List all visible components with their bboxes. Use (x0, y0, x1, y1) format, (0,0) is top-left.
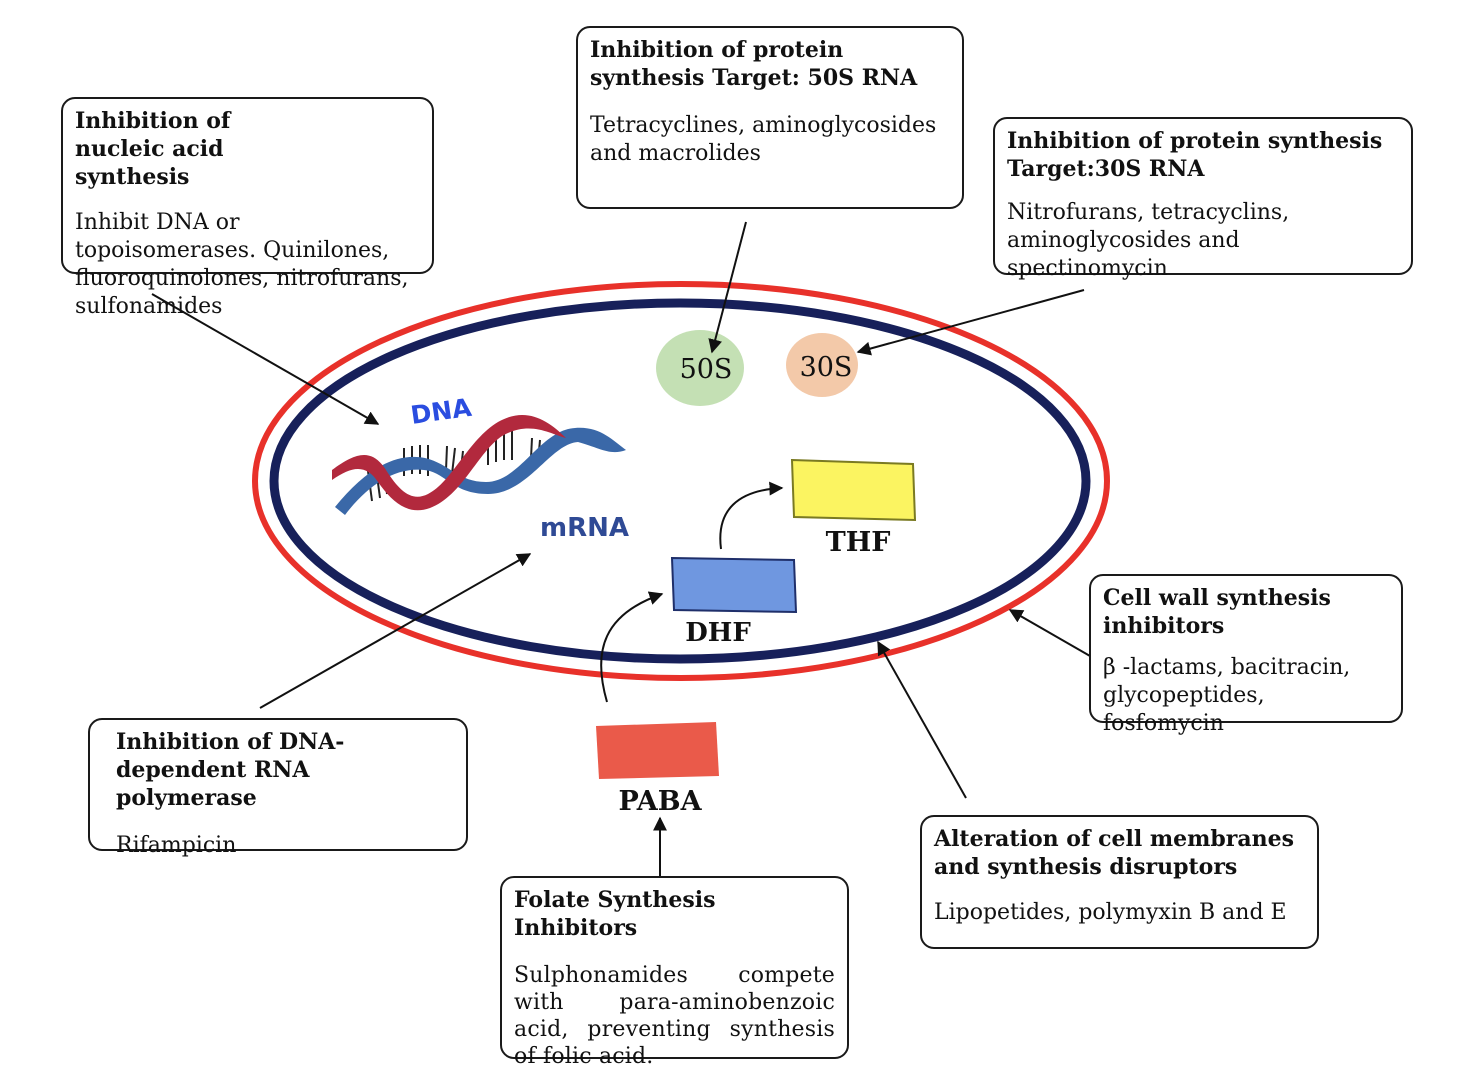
rna-polymerase-box-body: Rifampicin (116, 833, 237, 858)
protein-50s-box-title: Inhibition of protein synthesis Target: … (590, 37, 918, 91)
protein-synthesis-50s-box: Inhibition of protein synthesis Target: … (576, 26, 964, 209)
folate-box-title: Folate Synthesis Inhibitors (514, 887, 716, 941)
dna-label: DNA (409, 393, 474, 430)
membrane-box-body: Lipopetides, polymyxin B and E (934, 900, 1287, 925)
cell-wall-synthesis-box: Cell wall synthesis inhibitors β -lactam… (1089, 574, 1403, 736)
nucleic-acid-box-body: Inhibit DNA or topoisomerases. Quinilone… (75, 210, 409, 319)
cell-wall-box-title: Cell wall synthesis inhibitors (1103, 585, 1331, 639)
paba-rect (596, 722, 719, 779)
ribosome-50s-label: 50S (680, 354, 733, 385)
arrow-cellwall-to-membrane (1008, 609, 1091, 657)
dhf-rect (670, 556, 798, 614)
arrow-paba-to-dhf (600, 591, 664, 703)
dna-helix-icon (332, 414, 626, 515)
inner-membrane (269, 298, 1091, 664)
dhf-label: DHF (685, 618, 751, 648)
arrow-rnapol-to-mrna (259, 553, 532, 709)
folate-box-body: Sulphonamides compete with para-aminoben… (514, 963, 835, 1066)
protein-synthesis-30s-box: Inhibition of protein synthesis Target:3… (993, 117, 1413, 281)
arrow-50s-box-to-ribosome (708, 221, 747, 354)
protein-30s-box-title: Inhibition of protein synthesis Target:3… (1007, 128, 1383, 182)
nucleic-acid-synthesis-box: Inhibition of nucleic acid synthesis Inh… (61, 97, 434, 319)
rna-polymerase-box-title: Inhibition of DNA-dependent RNA polymera… (116, 729, 345, 811)
cell-membrane-alteration-box: Alteration of cell membranes and synthes… (920, 815, 1319, 949)
membrane-box-title: Alteration of cell membranes and synthes… (934, 826, 1295, 880)
paba-label: PABA (618, 786, 702, 817)
rna-polymerase-inhibition-box: Inhibition of DNA-dependent RNA polymera… (88, 718, 468, 858)
ribosome-30s-label: 30S (800, 352, 853, 383)
ribosome-50s (656, 330, 744, 406)
protein-30s-box-body: Nitrofurans, tetracyclins, aminoglycosid… (1007, 200, 1290, 281)
nucleic-acid-box-title: Inhibition of nucleic acid synthesis (75, 108, 231, 190)
thf-rect (790, 458, 917, 522)
ribosome-30s (786, 333, 858, 397)
protein-50s-box-body: Tetracyclines, aminoglycosides and macro… (590, 113, 937, 166)
cell-wall-box-body: β -lactams, bacitracin, glycopeptides, f… (1103, 655, 1351, 736)
mrna-label: mRNA (540, 513, 629, 543)
outer-membrane (252, 281, 1110, 681)
thf-label: THF (826, 527, 891, 558)
arrow-dhf-to-thf (719, 481, 784, 550)
folate-synthesis-box: Folate Synthesis Inhibitors Sulphonamide… (500, 876, 849, 1066)
arrow-membrane-to-cell (877, 640, 967, 799)
arrow-30s-box-to-ribosome (856, 289, 1085, 356)
arrow-nucleic-to-dna (151, 293, 380, 425)
